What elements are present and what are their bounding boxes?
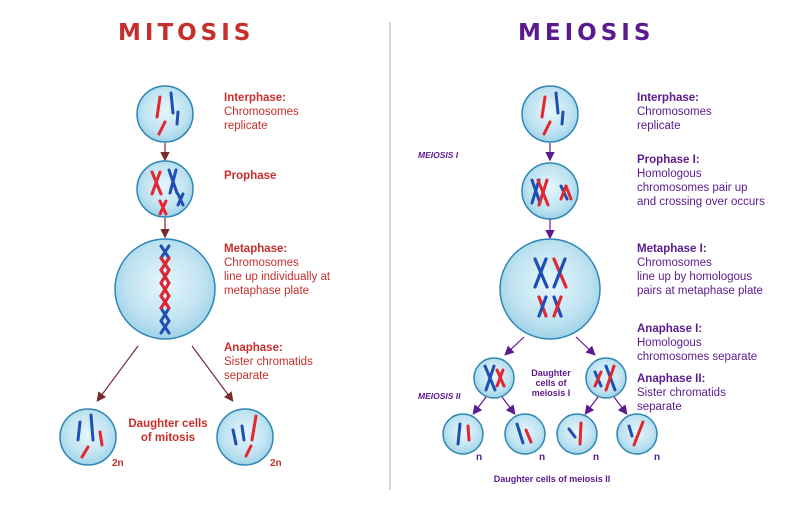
mitosis-arrow-right xyxy=(191,345,234,402)
meiosis-ploidy-3: n xyxy=(593,452,600,463)
mitosis-title: MITOSIS xyxy=(118,20,255,46)
meiosis-prophase1-line-1: Homologous xyxy=(637,168,702,180)
mitosis-anaphase-line-1: Sister chromatids xyxy=(224,356,313,368)
mitosis-interphase-head: Interphase: xyxy=(224,92,286,104)
mitosis-daughter-label: Daughter cells of mitosis xyxy=(118,417,218,445)
meiosis-daughter2-cell-4 xyxy=(616,413,658,455)
mitosis-anaphase-label: Anaphase: Sister chromatids separate xyxy=(224,341,313,383)
meiosis-daughter1-line-3: meiosis I xyxy=(531,388,571,398)
meiosis-2-tag: MEIOSIS II xyxy=(418,391,461,401)
meiosis-daughter2-cell-3 xyxy=(556,413,598,455)
mitosis-metaphase-head: Metaphase: xyxy=(224,243,288,255)
meiosis-arrow-ll xyxy=(472,396,487,415)
mitosis-anaphase-line-2: separate xyxy=(224,370,269,382)
mitosis-metaphase-line-1: Chromosomes xyxy=(224,257,299,269)
meiosis-anaphase2-head: Anaphase II: xyxy=(637,373,706,385)
meiosis-arrow-left xyxy=(504,336,525,356)
mitosis-metaphase-line-2: line up individually at xyxy=(224,271,331,283)
meiosis-daughter1-line-1: Daughter xyxy=(531,368,571,378)
mitosis-anaphase-head: Anaphase: xyxy=(224,342,283,354)
meiosis-interphase-head: Interphase: xyxy=(637,92,699,104)
meiosis-ploidy-2: n xyxy=(539,452,546,463)
mitosis-ploidy-left: 2n xyxy=(112,458,124,469)
mitosis-daughter-line-2: of mitosis xyxy=(140,432,196,444)
meiosis-anaphase1-line-2: chromosomes separate xyxy=(637,351,758,363)
mitosis-interphase-line-1: Chromosomes xyxy=(224,106,299,118)
mitosis-ploidy-right: 2n xyxy=(270,458,282,469)
meiosis-arrow-right xyxy=(575,336,596,356)
meiosis-title: MEIOSIS xyxy=(518,20,655,46)
meiosis-1-tag: MEIOSIS I xyxy=(418,150,459,160)
mitosis-metaphase-cell xyxy=(114,238,216,340)
meiosis-anaphase1-label: Anaphase I: Homologous chromosomes separ… xyxy=(637,322,757,364)
meiosis-metaphase1-line-2: line up by homologous xyxy=(637,271,753,283)
mitosis-daughter-cell-left xyxy=(59,408,117,466)
meiosis-prophase1-cell xyxy=(521,162,579,220)
meiosis-interphase-line-1: Chromosomes xyxy=(637,106,712,118)
meiosis-interphase-line-2: replicate xyxy=(637,120,681,132)
mitosis-prophase-head: Prophase xyxy=(224,170,277,182)
meiosis-anaphase2-line-2: separate xyxy=(637,401,682,413)
meiosis-daughter1-cell-right xyxy=(585,357,627,399)
meiosis-prophase1-head: Prophase I: xyxy=(637,154,700,166)
meiosis-prophase1-label: Prophase I: Homologous chromosomes pair … xyxy=(637,153,765,209)
meiosis-daughter1-line-2: cells of xyxy=(535,378,567,388)
mitosis-daughter-line-1: Daughter cells xyxy=(128,418,208,430)
mitosis-metaphase-label: Metaphase: Chromosomes line up individua… xyxy=(224,242,330,298)
meiosis-ploidy-1: n xyxy=(476,452,483,463)
meiosis-prophase1-line-3: and crossing over occurs xyxy=(637,196,765,208)
meiosis-daughter2-label: Daughter cells of meiosis II xyxy=(493,474,611,484)
meiosis-metaphase1-label: Metaphase I: Chromosomes line up by homo… xyxy=(637,242,763,298)
meiosis-metaphase1-line-1: Chromosomes xyxy=(637,257,712,269)
mitosis-arrow-left xyxy=(96,345,139,402)
meiosis-interphase-label: Interphase: Chromosomes replicate xyxy=(637,91,712,133)
meiosis-daughter2-cell-2 xyxy=(504,413,546,455)
mitosis-interphase-cell xyxy=(136,85,194,143)
mitosis-metaphase-line-3: metaphase plate xyxy=(224,285,310,297)
meiosis-metaphase1-head: Metaphase I: xyxy=(637,243,707,255)
meiosis-ploidy-4: n xyxy=(654,452,661,463)
mitosis-interphase-label: Interphase: Chromosomes replicate xyxy=(224,91,299,133)
mitosis-prophase-label: Prophase xyxy=(224,169,276,183)
meiosis-arrow-rr xyxy=(613,396,628,415)
meiosis-anaphase2-label: Anaphase II: Sister chromatids separate xyxy=(637,372,726,414)
meiosis-arrow-rl xyxy=(584,396,599,415)
meiosis-daughter1-label: Daughter cells of meiosis I xyxy=(522,368,580,398)
meiosis-arrow-lr xyxy=(501,396,516,415)
mitosis-prophase-cell xyxy=(136,160,194,218)
meiosis-metaphase1-cell xyxy=(499,238,601,340)
meiosis-interphase-cell xyxy=(521,85,579,143)
meiosis-metaphase1-line-3: pairs at metaphase plate xyxy=(637,285,763,297)
meiosis-prophase1-line-2: chromosomes pair up xyxy=(637,182,748,194)
meiosis-anaphase1-head: Anaphase I: xyxy=(637,323,703,335)
meiosis-daughter2-cell-1 xyxy=(442,413,484,455)
mitosis-interphase-line-2: replicate xyxy=(224,120,268,132)
meiosis-anaphase2-line-1: Sister chromatids xyxy=(637,387,726,399)
meiosis-daughter1-cell-left xyxy=(473,357,515,399)
meiosis-anaphase1-line-1: Homologous xyxy=(637,337,702,349)
mitosis-daughter-cell-right xyxy=(216,408,274,466)
